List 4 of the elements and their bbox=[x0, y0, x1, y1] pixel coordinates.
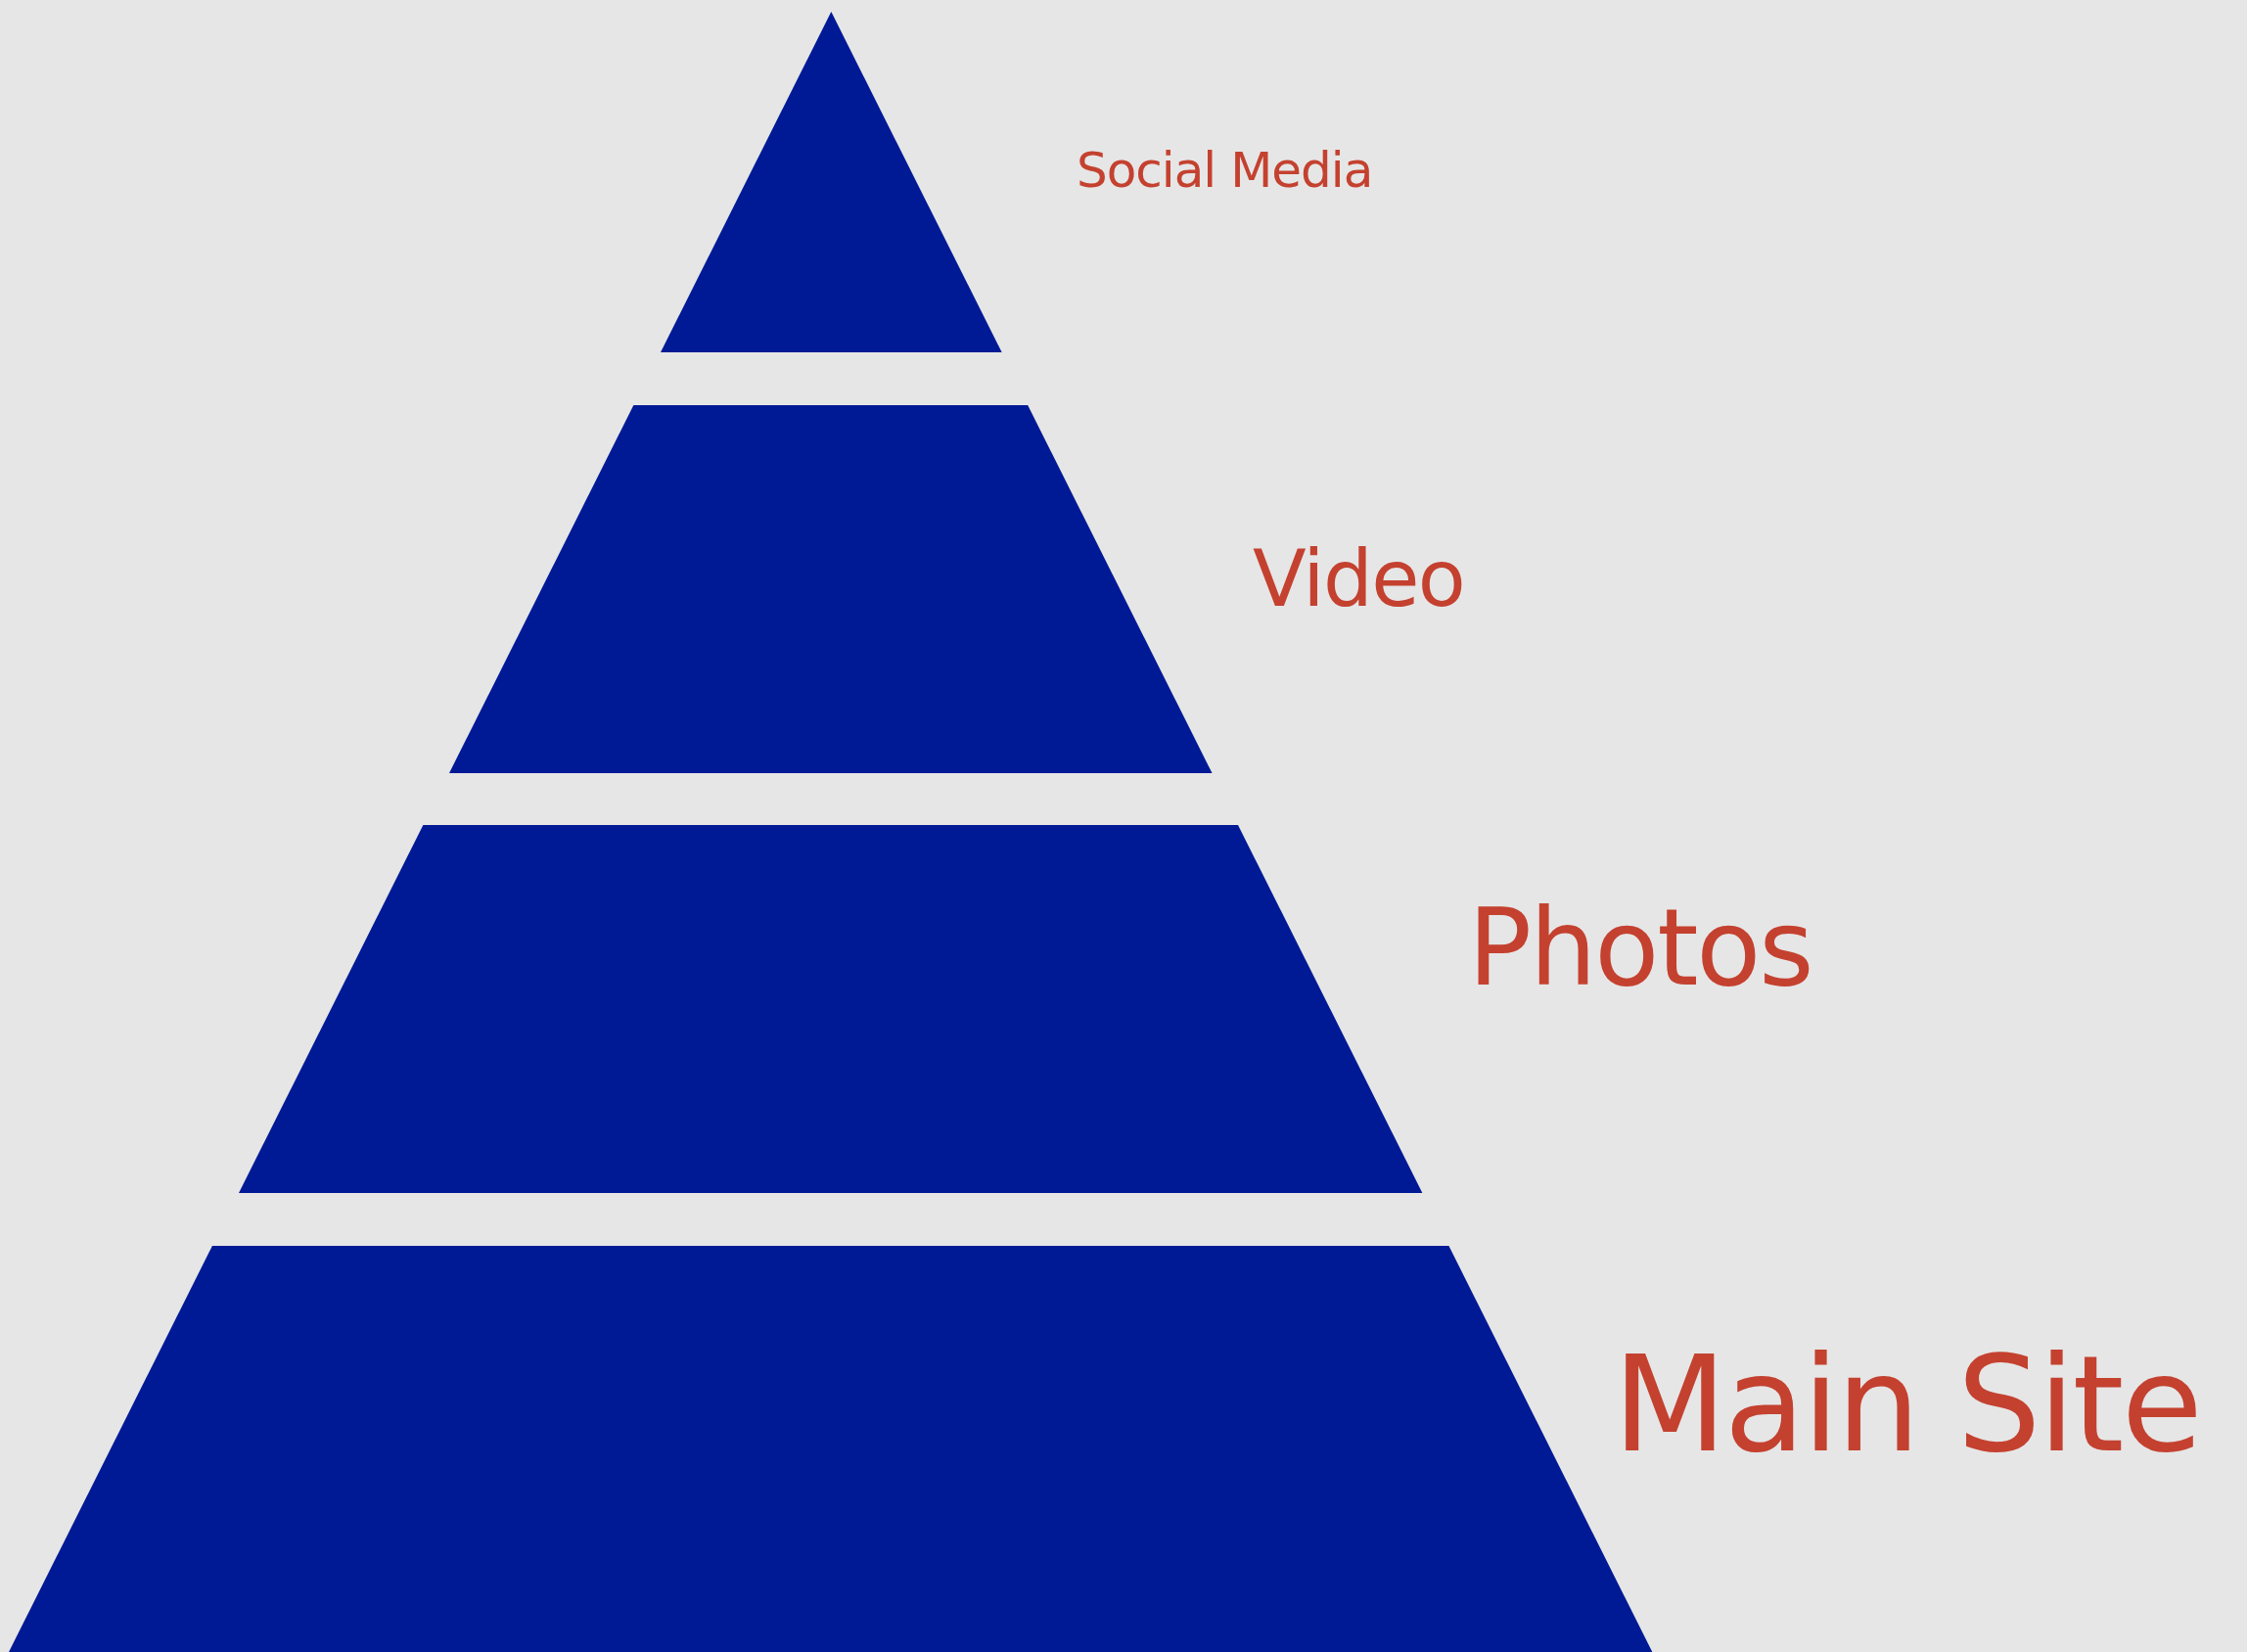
tier-label: Social Media bbox=[1077, 145, 1373, 195]
tier-label: Photos bbox=[1468, 895, 1812, 1001]
tier-label: Main Site bbox=[1613, 1338, 2201, 1471]
tier-label: Video bbox=[1253, 540, 1465, 619]
